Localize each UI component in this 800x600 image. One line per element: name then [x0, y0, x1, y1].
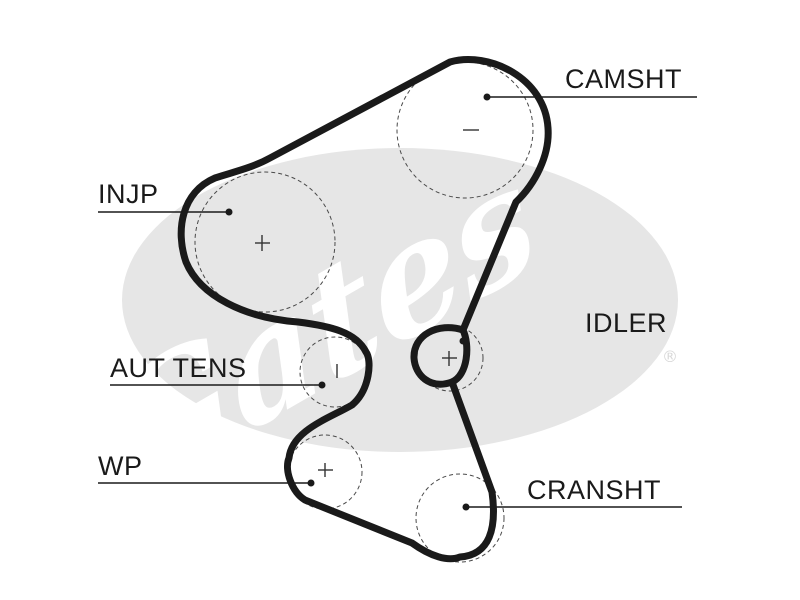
label-idler: IDLER	[585, 308, 667, 338]
watermark-registered-mark: ®	[662, 347, 678, 366]
water-pump-center-mark	[318, 463, 333, 477]
injection-pump-center-mark	[255, 235, 270, 251]
leader-lines	[98, 96, 697, 508]
watermark-oval	[122, 148, 678, 452]
injection-pump-pulley	[194, 171, 336, 313]
center-marks	[255, 129, 479, 477]
label-crankshaft: CRANSHT	[527, 475, 661, 505]
camshaft-pulley	[396, 61, 534, 199]
label-injection-pump: INJP	[98, 179, 159, 209]
label-water-pump: WP	[98, 451, 143, 481]
idler-dot	[459, 337, 467, 345]
component-labels: CAMSHT INJP IDLER AUT TENS WP CRANSHT	[98, 64, 682, 505]
crankshaft-pulley	[415, 473, 505, 563]
idler-center-mark	[442, 351, 457, 366]
timing-belt	[177, 56, 552, 563]
label-auto-tensioner: AUT TENS	[110, 353, 247, 383]
label-camshaft: CAMSHT	[565, 64, 682, 94]
idler-belt-span	[410, 324, 465, 388]
